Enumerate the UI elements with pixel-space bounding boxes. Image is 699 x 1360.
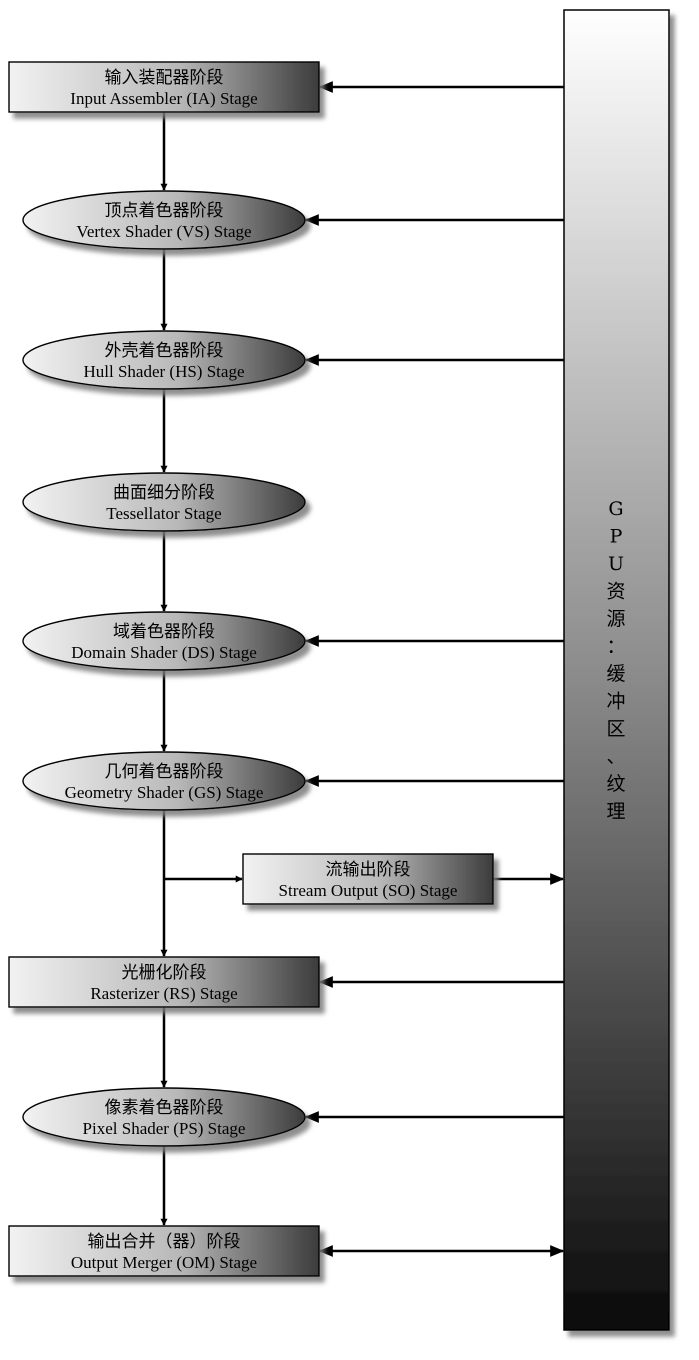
gpu-label-char: U xyxy=(608,553,624,575)
stage-ds-ellipse xyxy=(22,611,306,671)
gpu-resources-bar xyxy=(563,9,670,1331)
gpu-label-char: 缓 xyxy=(606,663,625,685)
stage-so-box xyxy=(242,853,494,905)
stage-om-en-label: Output Merger (OM) Stage xyxy=(71,1253,257,1272)
stage-ts-en-label: Tessellator Stage xyxy=(106,504,221,523)
gpu-label-char: ： xyxy=(606,636,625,658)
stage-ds-en-label: Domain Shader (DS) Stage xyxy=(71,643,257,662)
stage-ts-ellipse xyxy=(22,472,306,532)
stage-rs-box xyxy=(8,956,320,1008)
stage-ia-en-label: Input Assembler (IA) Stage xyxy=(70,89,257,108)
gpu-label-char: 源 xyxy=(606,608,625,630)
stage-ia-box xyxy=(8,61,320,113)
stage-om-zh-label: 输出合并（器）阶段 xyxy=(88,1232,241,1252)
stage-ps-ellipse xyxy=(22,1087,306,1147)
stage-ia-zh-label: 输入装配器阶段 xyxy=(105,68,224,88)
stage-rs-en-label: Rasterizer (RS) Stage xyxy=(90,984,237,1003)
stage-rs-zh-label: 光栅化阶段 xyxy=(122,963,207,983)
gpu-label-char: 资 xyxy=(606,581,625,603)
stage-so-zh-label: 流输出阶段 xyxy=(326,860,411,880)
gpu-label-char: 区 xyxy=(606,718,625,740)
gpu-label-char: P xyxy=(610,526,623,548)
stage-hs-en-label: Hull Shader (HS) Stage xyxy=(83,362,244,381)
stage-gs-en-label: Geometry Shader (GS) Stage xyxy=(65,783,264,802)
pipeline-edges xyxy=(160,81,565,1257)
stage-gs-ellipse xyxy=(22,751,306,811)
stage-hs-ellipse xyxy=(22,330,306,390)
stage-gs-zh-label: 几何着色器阶段 xyxy=(105,762,224,782)
stage-ts-zh-label: 曲面细分阶段 xyxy=(113,483,215,503)
gpu-label-char: 理 xyxy=(606,801,625,823)
stage-ps-zh-label: 像素着色器阶段 xyxy=(105,1098,224,1118)
stage-hs-zh-label: 外壳着色器阶段 xyxy=(105,341,224,361)
stage-ps-en-label: Pixel Shader (PS) Stage xyxy=(83,1119,246,1138)
gpu-label-char: 、 xyxy=(606,746,625,768)
stage-vs-ellipse xyxy=(22,190,306,250)
gpu-label-char: 纹 xyxy=(606,773,625,795)
stage-vs-en-label: Vertex Shader (VS) Stage xyxy=(76,222,251,241)
gpu-label-char: 冲 xyxy=(606,691,625,713)
stage-so-en-label: Stream Output (SO) Stage xyxy=(279,881,458,900)
gpu-label-char: G xyxy=(608,498,623,520)
stage-ds-zh-label: 域着色器阶段 xyxy=(113,622,215,642)
stage-vs-zh-label: 顶点着色器阶段 xyxy=(105,201,224,221)
stage-om-box xyxy=(8,1225,320,1277)
